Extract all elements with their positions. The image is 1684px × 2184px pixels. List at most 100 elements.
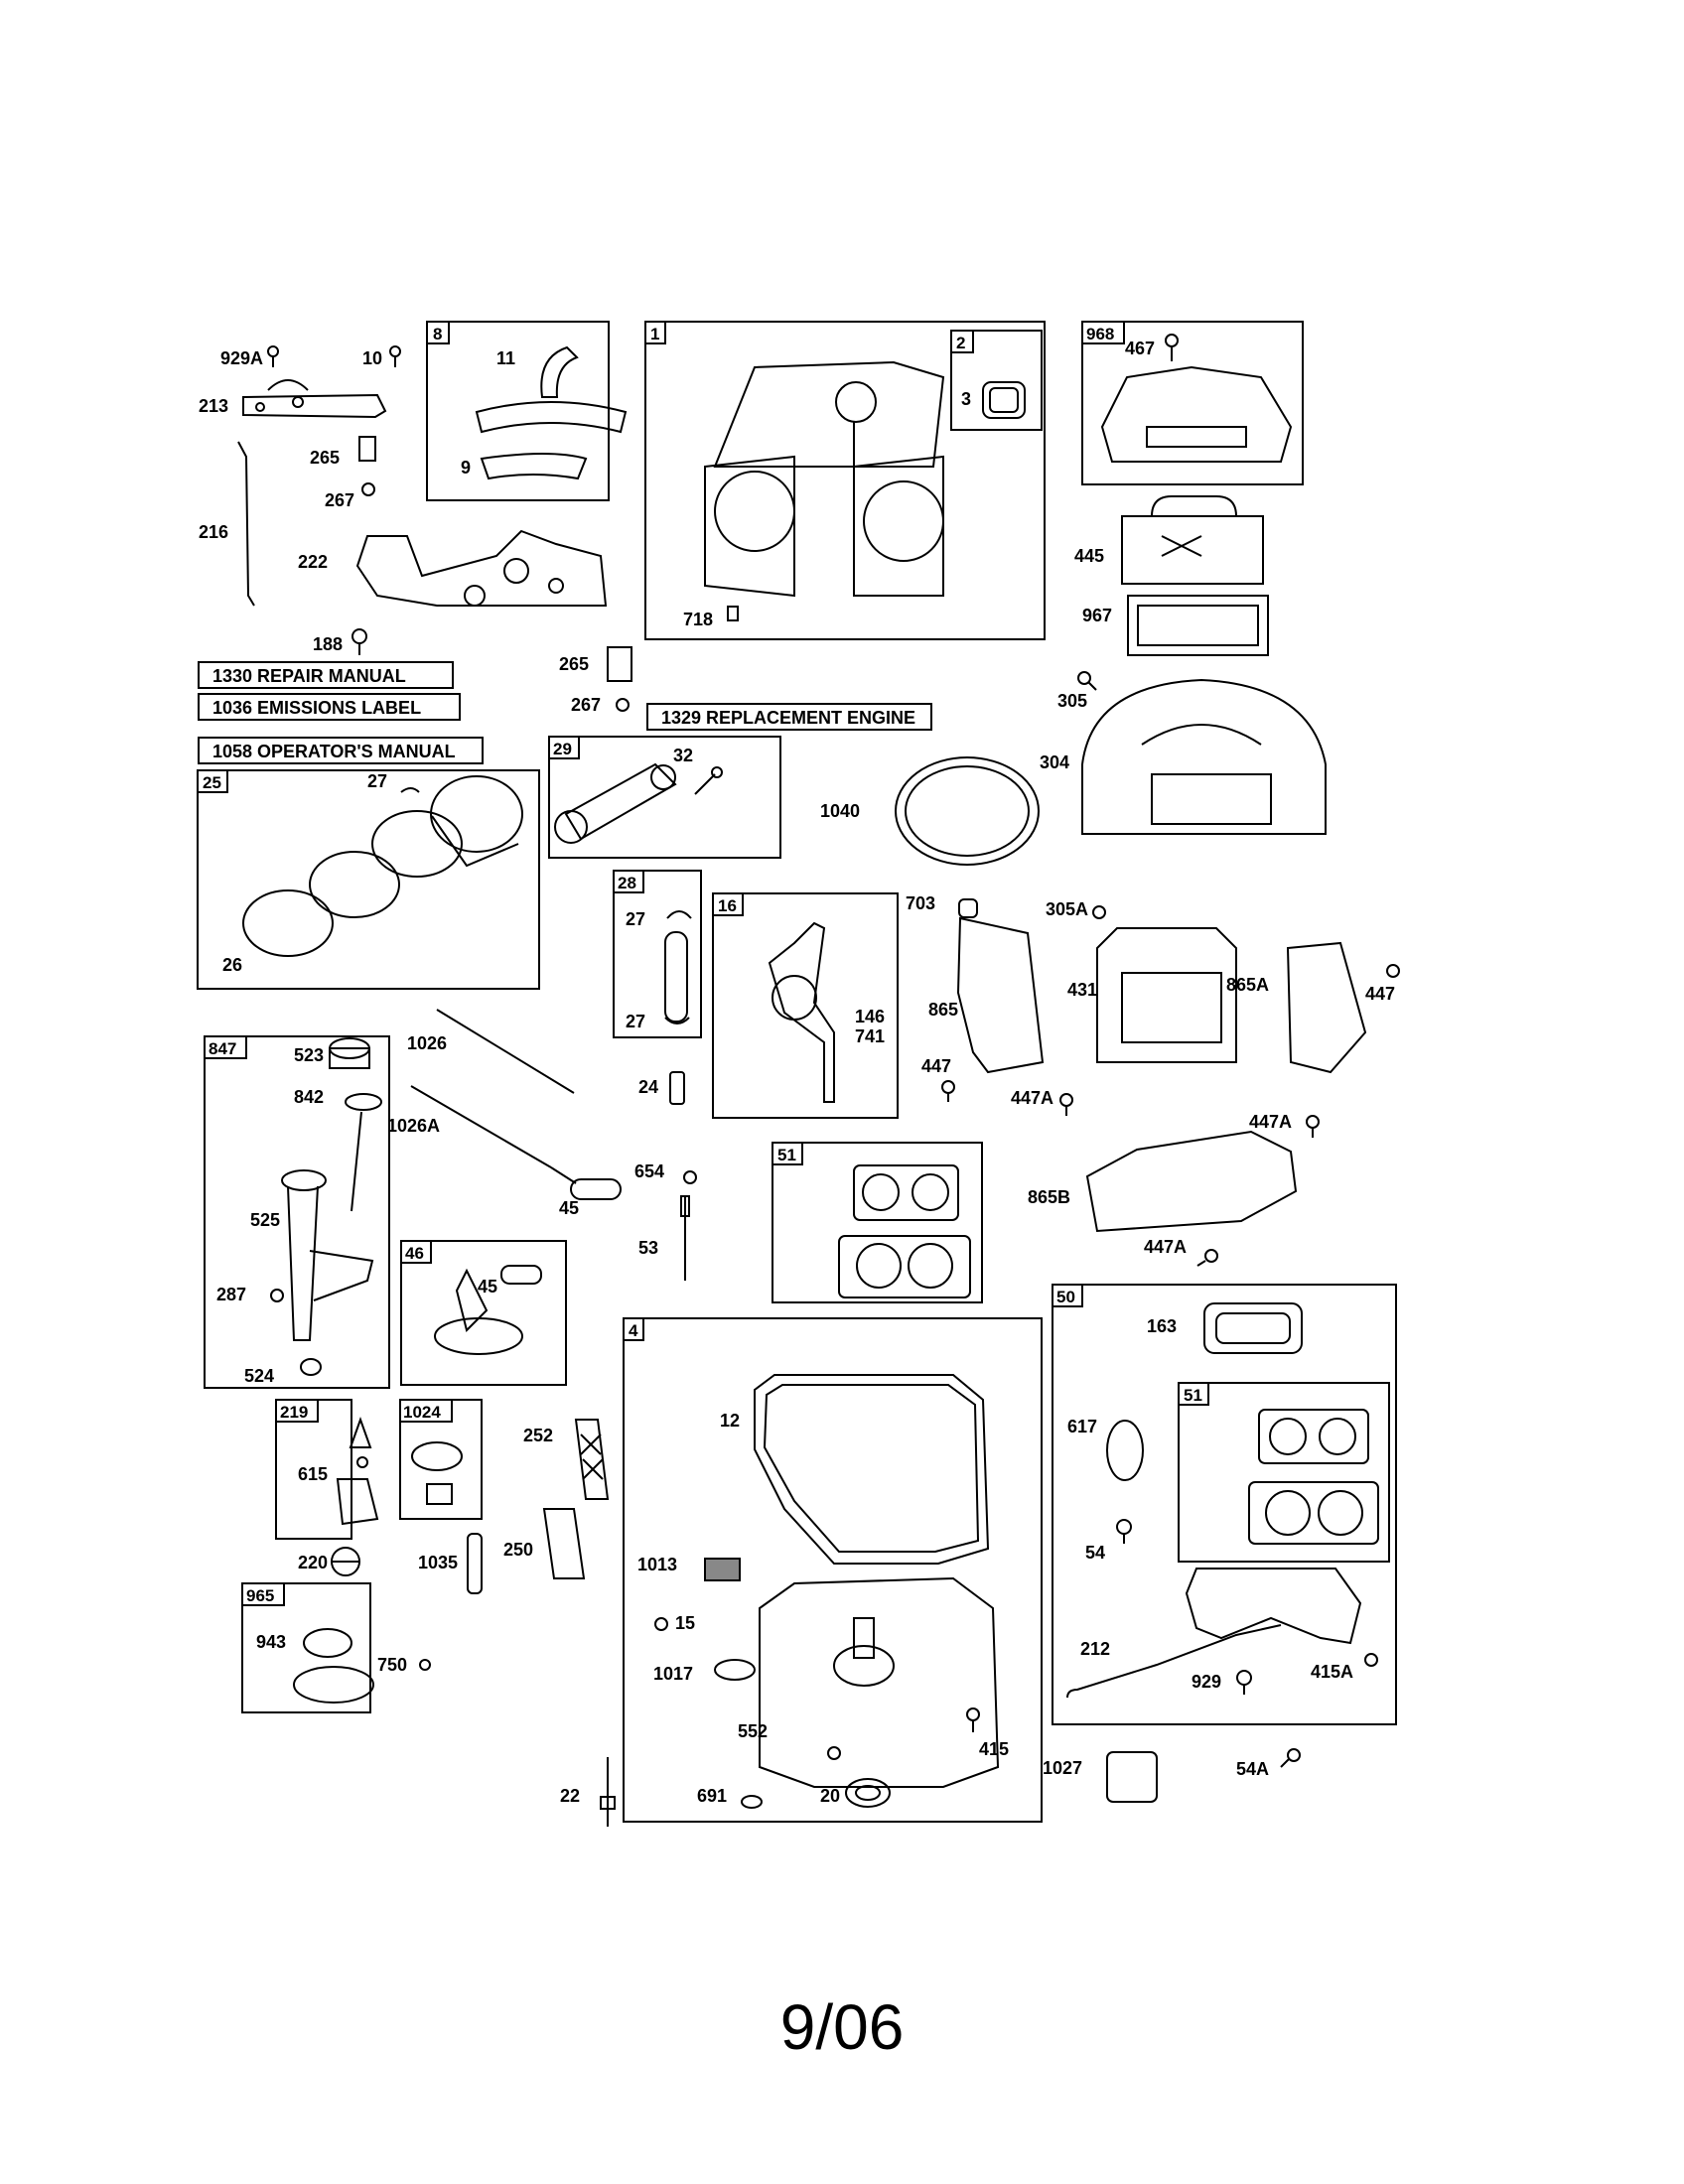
callout-447a: 447: [1365, 984, 1395, 1004]
callout-617: 617: [1067, 1417, 1097, 1436]
oring-524: [300, 1358, 322, 1376]
kit-box-16: [712, 892, 899, 1119]
callout-267a: 267: [325, 490, 354, 510]
clip-265-a: [358, 436, 376, 462]
kit-box-29: [548, 736, 781, 859]
air-cleaner-cover: [1081, 678, 1327, 835]
clip-265-b: [607, 646, 632, 682]
callout-45a: 45: [559, 1198, 579, 1218]
piston-rings: [242, 810, 463, 957]
rod-212: [1066, 1624, 1282, 1699]
screw-415: [966, 1707, 980, 1732]
kit-number-968: 968: [1086, 325, 1114, 343]
date-code: 9/06: [779, 1991, 905, 2063]
callout-188: 188: [313, 634, 343, 654]
repair-manual-label: 1330 REPAIR MANUAL: [212, 666, 406, 686]
callout-703: 703: [906, 893, 935, 913]
callout-523: 523: [294, 1045, 324, 1065]
air-filter-445: [1121, 495, 1264, 585]
kit-number-29: 29: [553, 740, 572, 758]
callout-265a: 265: [310, 448, 340, 468]
plug-15: [654, 1617, 668, 1631]
callout-445: 445: [1074, 546, 1104, 566]
callout-213: 213: [199, 396, 228, 416]
governor-bracket-213: [242, 379, 387, 419]
callout-53: 53: [638, 1238, 658, 1258]
callout-415A: 415A: [1311, 1662, 1353, 1682]
callout-11: 11: [496, 348, 515, 368]
kit-number-28: 28: [618, 874, 636, 892]
screw-447A-c: [1196, 1249, 1218, 1267]
dipstick-tube-525: [281, 1111, 374, 1341]
crankcase: [759, 1576, 1000, 1788]
callout-691: 691: [697, 1786, 727, 1806]
seal-20: [845, 1778, 891, 1808]
callout-525: 525: [250, 1210, 280, 1230]
breather-cover: [475, 401, 628, 480]
callout-27c: 27: [626, 1012, 645, 1031]
callout-250: 250: [503, 1540, 533, 1560]
blower-housing-431: [1096, 927, 1237, 1063]
kit-number-25: 25: [203, 773, 221, 792]
replacement-engine-box: [646, 703, 932, 731]
dipstick-oring-842: [345, 1093, 382, 1111]
callout-865B: 865B: [1028, 1187, 1070, 1207]
callout-1026: 1026: [407, 1033, 447, 1053]
piston: [430, 775, 523, 868]
callout-27a: 27: [367, 771, 387, 791]
head-gasket-b2: [1248, 1481, 1379, 1545]
callout-54: 54: [1085, 1543, 1105, 1563]
kit-box-2: [950, 330, 1043, 431]
callout-305A: 305A: [1046, 899, 1088, 919]
callout-305: 305: [1057, 691, 1087, 711]
emissions-label-box: [198, 693, 461, 721]
emissions-label-text: 1036 EMISSIONS LABEL: [212, 698, 421, 718]
pre-cleaner-967: [1127, 595, 1269, 656]
callout-163: 163: [1147, 1316, 1177, 1336]
oil-filter-adapter-1024: [411, 1441, 463, 1505]
label-1013: [704, 1558, 741, 1581]
head-gasket-b1: [1258, 1409, 1369, 1464]
washer-691: [741, 1795, 763, 1809]
valve-45-a: [550, 1166, 622, 1200]
push-rod-1026: [436, 1009, 575, 1094]
breather-1017: [714, 1659, 756, 1681]
kit-number-847: 847: [209, 1039, 236, 1058]
screw-447A-b: [1306, 1115, 1320, 1138]
kit-number-1: 1: [650, 325, 659, 343]
repair-manual-box: [198, 661, 454, 689]
callout-431: 431: [1067, 980, 1097, 1000]
kit-number-51b: 51: [1184, 1386, 1202, 1405]
oil-filter-1027: [1106, 1751, 1158, 1803]
cap-220: [331, 1547, 360, 1576]
kit-box-50: [1052, 1284, 1397, 1725]
callout-54A: 54A: [1236, 1759, 1269, 1779]
kit-box-847: [204, 1035, 390, 1389]
oil-seal-3: [982, 381, 1026, 419]
callout-654: 654: [634, 1161, 664, 1181]
callout-1027: 1027: [1043, 1758, 1082, 1778]
callout-929A: 929A: [220, 348, 263, 368]
callout-415: 415: [979, 1739, 1009, 1759]
callout-967: 967: [1082, 606, 1112, 625]
connecting-rod: [554, 762, 677, 844]
callout-3: 3: [961, 389, 971, 409]
camshaft: [434, 1265, 542, 1355]
bracket-222: [355, 529, 608, 607]
piston-27-ring: [400, 787, 420, 793]
bolt-22: [600, 1757, 616, 1827]
kit-number-8: 8: [433, 325, 442, 343]
screw-703: [958, 898, 978, 918]
kit-box-968: [1081, 321, 1304, 485]
baffle-865: [956, 916, 1045, 1074]
callout-20: 20: [820, 1786, 840, 1806]
callout-287: 287: [216, 1285, 246, 1304]
callout-1026A: 1026A: [387, 1116, 440, 1136]
gasket-1040: [895, 756, 1040, 866]
callout-741: 741: [855, 1026, 885, 1046]
kit-number-2: 2: [956, 334, 965, 352]
screw-447-b: [941, 1080, 955, 1102]
kit-box-219: [275, 1399, 352, 1540]
